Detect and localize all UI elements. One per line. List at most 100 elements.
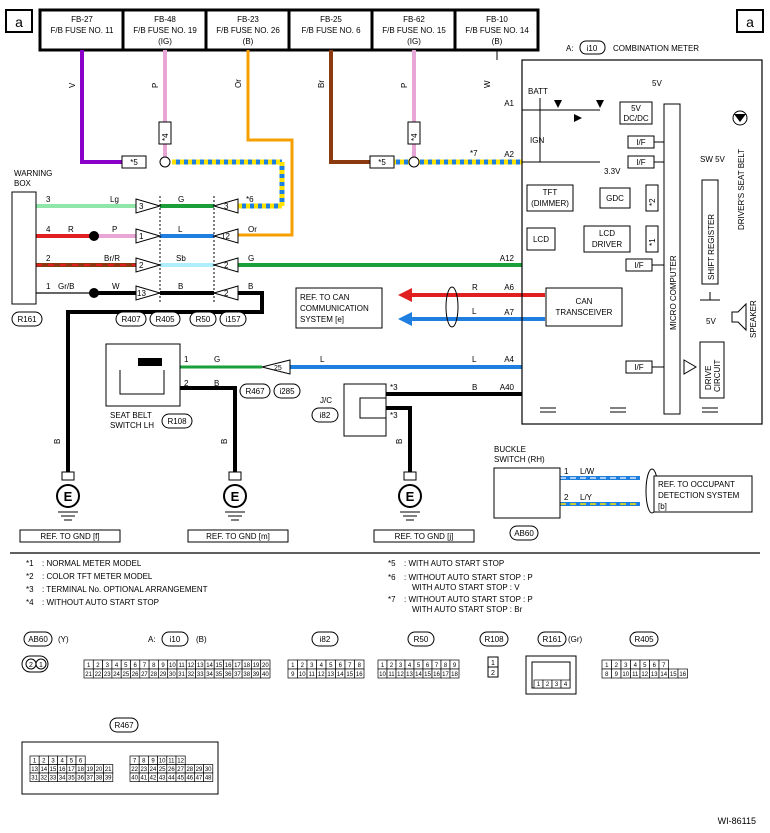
pin-a6: A6	[504, 283, 514, 292]
can-ref-line: COMMUNICATION	[300, 304, 369, 313]
dcdc-line1: 5V	[631, 104, 641, 113]
pin-number: 4	[61, 759, 65, 765]
if-box: I/F	[634, 261, 643, 270]
pin-number: 38	[96, 776, 103, 782]
pin-cell	[677, 668, 688, 679]
note-text: : NORMAL METER MODEL	[42, 559, 142, 568]
joint-connector: J/C i82 *3 *3 B	[311, 383, 477, 437]
pin-number: 8	[152, 663, 156, 669]
drivers-seat-belt-label: DRIVER'S SEAT BELT	[737, 149, 746, 230]
pin-number: 24	[150, 767, 157, 773]
pin-number: 7	[435, 663, 439, 669]
note-text: : WITH AUTO START STOP	[404, 559, 504, 568]
ground-ref: REF. TO GND [m]	[206, 532, 270, 541]
pin-number: 16	[59, 767, 66, 773]
connector-color: (Gr)	[568, 635, 583, 644]
pin-a12: A12	[500, 254, 515, 263]
dcdc-line2: DC/DC	[623, 114, 649, 123]
pin-number: 2	[224, 289, 229, 298]
pin-number: 12	[397, 672, 404, 678]
connector-tag: i157	[225, 315, 241, 324]
drive-5v-label: 5V	[706, 317, 716, 326]
pin-number: 1	[87, 663, 91, 669]
pin-number: 2	[46, 254, 51, 263]
pin-number: 22	[131, 767, 138, 773]
pin-number: 15	[424, 672, 431, 678]
note-mark: *7	[388, 595, 396, 604]
wire-label: R	[472, 283, 478, 292]
if-box: I/F	[636, 158, 645, 167]
fuse-name: F/B FUSE NO. 26	[216, 26, 280, 35]
wire-label: B	[53, 439, 62, 444]
can-label: TRANSCEIVER	[556, 308, 613, 317]
warning-box-label: WARNING	[14, 169, 52, 178]
pin-number: 38	[243, 672, 250, 678]
pin-number: 28	[186, 767, 193, 773]
pin-number: 4	[46, 225, 51, 234]
fuse-sub: (B)	[243, 37, 254, 46]
pin-number: 13	[197, 663, 204, 669]
pin-number: 31	[31, 776, 38, 782]
pin-number: 12	[641, 672, 648, 678]
pin-number: 8	[605, 672, 609, 678]
pin-number: 22	[95, 672, 102, 678]
pin-number: 10	[622, 672, 629, 678]
notes: *1 : NORMAL METER MODEL *2 : COLOR TFT M…	[26, 559, 533, 614]
note-text: WITH AUTO START STOP : V	[412, 583, 520, 592]
dimmer-label: (DIMMER)	[531, 199, 569, 208]
pin-number: 1	[605, 663, 609, 669]
fuse-4: FB-62 F/B FUSE NO. 15 (IG)	[382, 15, 446, 46]
wire-label: B	[395, 439, 404, 444]
wire-label: W	[483, 80, 492, 88]
pin-number: 7	[143, 663, 147, 669]
wire-label: L	[472, 355, 477, 364]
pin-number: 7	[133, 759, 137, 765]
pin-number: 3	[310, 663, 314, 669]
wire-label: G	[178, 195, 184, 204]
pin-number: 36	[77, 776, 84, 782]
pin-number: 3	[624, 663, 628, 669]
pin-number: 10	[169, 663, 176, 669]
pin-a1: A1	[504, 99, 514, 108]
pin-cell	[560, 679, 571, 689]
ground-ref: REF. TO GND [j]	[395, 532, 454, 541]
pin-number: 31	[178, 672, 185, 678]
pin-number: 13	[327, 672, 334, 678]
pin-number: 43	[159, 776, 166, 782]
pin-number: 11	[632, 672, 639, 678]
wire-label: B	[248, 282, 253, 291]
gdc-label: GDC	[606, 194, 624, 203]
pin-number: 12	[221, 232, 230, 241]
connector-tag: i82	[320, 411, 331, 420]
pin-number: 27	[141, 672, 148, 678]
connector-tag: R161	[17, 315, 37, 324]
note-mark: *4	[26, 598, 34, 607]
pin-number: 17	[442, 672, 449, 678]
pin-a7: A7	[504, 308, 514, 317]
wire-label: B	[178, 282, 183, 291]
pin-number: 9	[161, 663, 165, 669]
can-ref-line: REF. TO CAN	[300, 293, 350, 302]
pin-number: 8	[358, 663, 362, 669]
pin-number: 32	[188, 672, 195, 678]
lcd-driver-label: DRIVER	[592, 240, 622, 249]
pin-number: 4	[634, 663, 638, 669]
wire-label: V	[68, 82, 77, 88]
ground-ref: REF. TO GND [f]	[40, 532, 99, 541]
pin-number: 4	[408, 663, 412, 669]
pin-number: 6	[653, 663, 657, 669]
lcd-driver-label: LCD	[599, 229, 615, 238]
warning-box-label: BOX	[14, 179, 32, 188]
pin-number: 12	[188, 663, 195, 669]
pin-number: 23	[104, 672, 111, 678]
fuse-5: FB-10 F/B FUSE NO. 14 (B)	[465, 15, 529, 46]
pin-number: 5	[329, 663, 333, 669]
fuse-id: FB-62	[403, 15, 425, 24]
pin-number: 2	[491, 670, 495, 677]
pin-number: 2	[42, 759, 46, 765]
wire-label: B	[472, 383, 477, 392]
pin-number: 1	[381, 663, 385, 669]
pin-number: 13	[406, 672, 413, 678]
